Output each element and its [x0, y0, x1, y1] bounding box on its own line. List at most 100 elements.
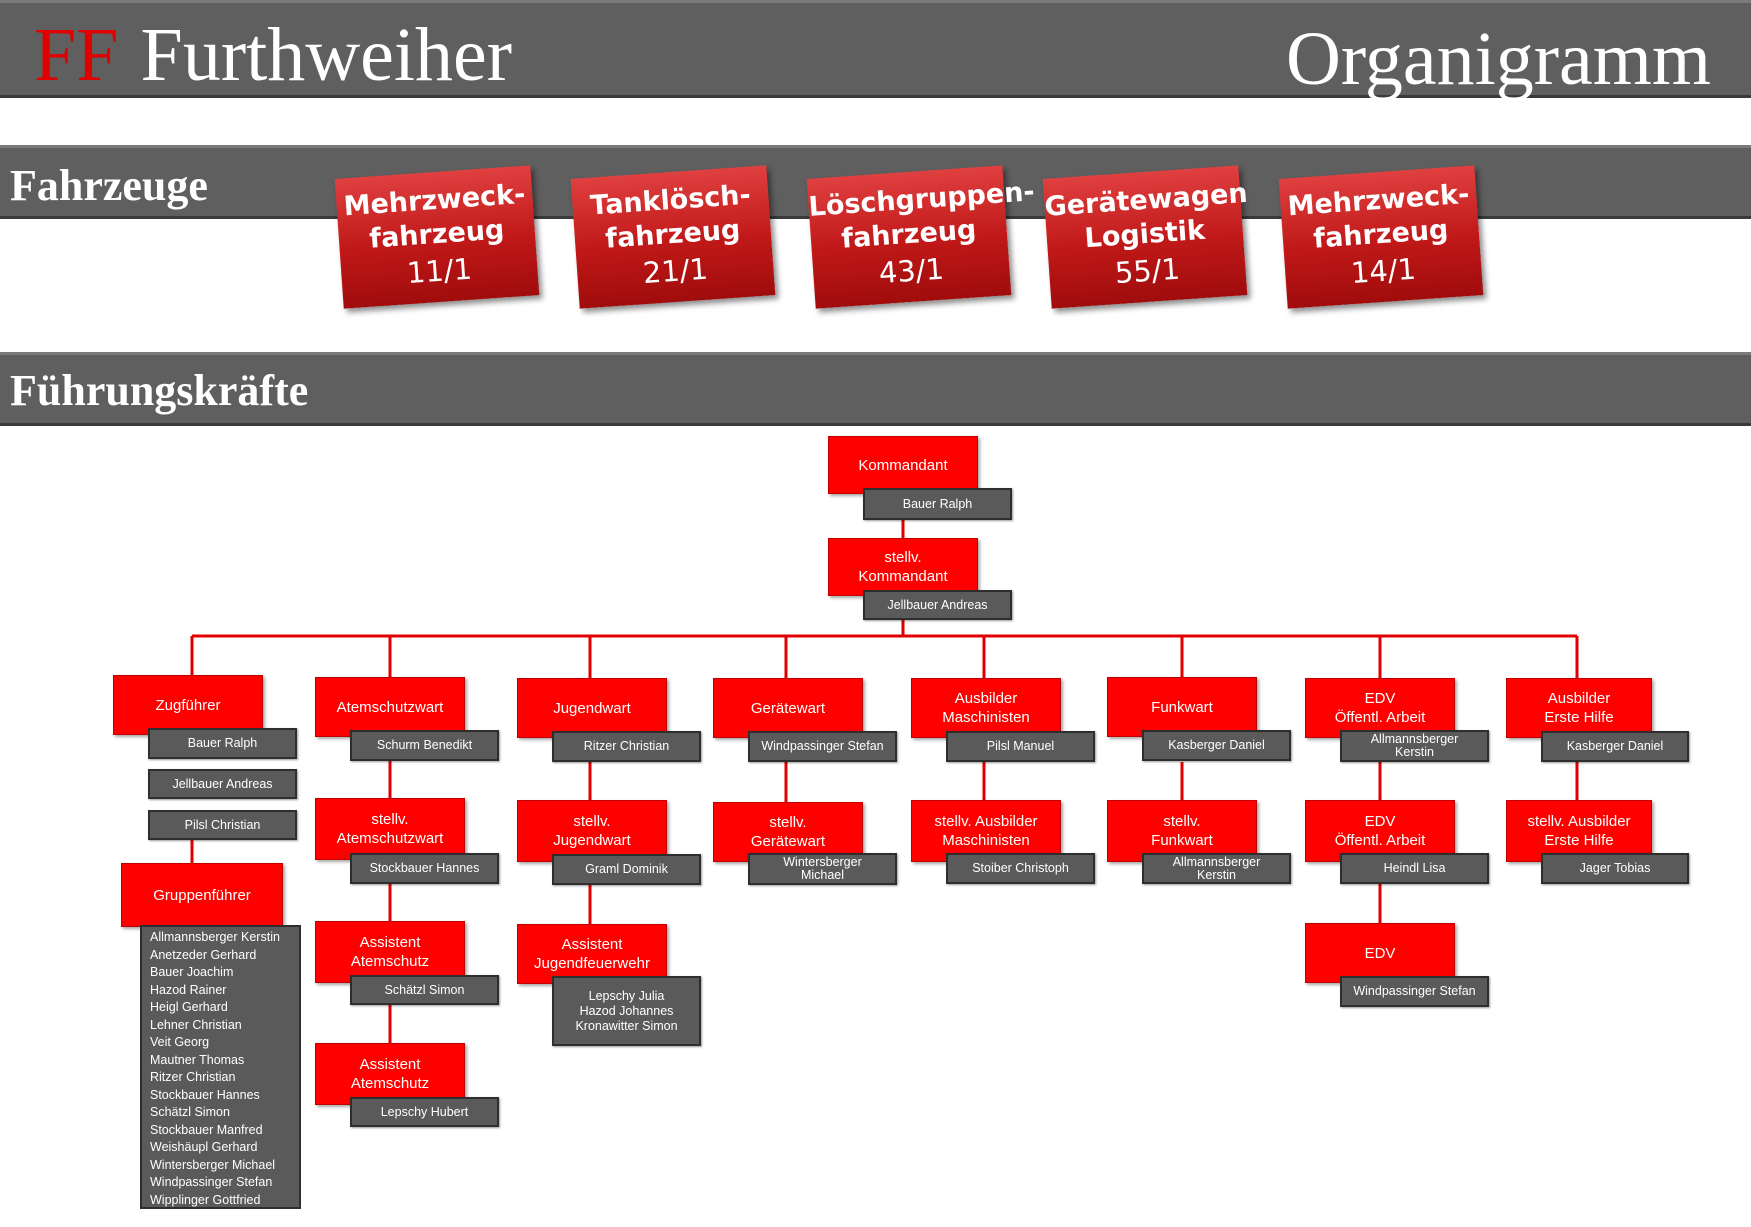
role-label: Assistent — [359, 1056, 421, 1073]
person-name: Kasberger Daniel — [1168, 738, 1265, 752]
person-name: Pilsl Manuel — [986, 739, 1055, 753]
leaders-section-title: Führungskräfte — [10, 366, 309, 415]
role-gruppenfuehrer: Gruppenführer — [121, 863, 283, 927]
role-label: Atemschutzwart — [336, 698, 444, 716]
list-item: Ritzer Christian — [150, 1070, 236, 1084]
role-label: Atemschutz — [350, 1075, 430, 1092]
list-item: Hazod Rainer — [150, 982, 227, 997]
person-name: Schurm Benedikt — [376, 738, 473, 752]
title-name: Furthweiher — [140, 13, 513, 97]
person-atemschutzwart: Schurm Benedikt — [350, 730, 499, 761]
person-name: Ritzer Christian — [583, 739, 670, 753]
person-name: Pilsl Christian — [184, 817, 261, 832]
person-name: Michael — [800, 868, 845, 882]
role-label: Ausbilder — [954, 690, 1018, 707]
person-name: Lepschy Julia — [588, 988, 665, 1003]
person-ausbilder-maschinisten: Pilsl Manuel — [946, 731, 1095, 762]
person-geraetewart: Windpassinger Stefan — [748, 731, 897, 762]
person-name: Allmannsberger — [1172, 854, 1261, 869]
role-label: Zugführer — [155, 696, 221, 714]
person-name: Windpassinger Stefan — [761, 739, 884, 753]
list-item: Windpassinger Stefan — [150, 1175, 273, 1189]
list-item: Stockbauer Hannes — [150, 1087, 260, 1102]
role-label: EDV — [1364, 690, 1396, 707]
role-atemschutzwart: Atemschutzwart — [315, 677, 465, 737]
role-label: Erste Hilfe — [1544, 832, 1614, 849]
person-name: Jellbauer Andreas — [887, 597, 988, 612]
list-item: Anetzeder Gerhard — [150, 947, 257, 962]
person-name: Jellbauer Andreas — [172, 776, 273, 791]
person-assistent-jugendfeuerwehr: Lepschy Julia Hazod Johannes Kronawitter… — [552, 976, 701, 1046]
role-label: Funkwart — [1151, 698, 1213, 716]
person-name: Kerstin — [1197, 867, 1236, 882]
role-stellv-atemschutzwart: stellv. Atemschutzwart — [315, 798, 465, 860]
person-edv-oeffentlichkeitsarbeit: Heindl Lisa — [1340, 853, 1489, 884]
person-name: Bauer Ralph — [902, 496, 973, 511]
role-label: Gruppenführer — [153, 886, 251, 904]
role-label: Öffentl. Arbeit — [1334, 832, 1426, 849]
person-name: Kasberger Daniel — [1566, 739, 1664, 753]
role-stellv-kommandant: stellv.Kommandant — [828, 538, 978, 596]
list-item: Weishäupl Gerhard — [150, 1140, 258, 1154]
role-funkwart: Funkwart — [1107, 677, 1257, 737]
role-label: Gerätewart — [750, 833, 826, 850]
role-label: stellv. — [371, 811, 409, 828]
role-label: Assistent — [561, 936, 623, 953]
vehicles-section-title: Fahrzeuge — [10, 161, 208, 210]
person-name: Lepschy Hubert — [380, 1104, 469, 1119]
role-label: stellv. — [573, 813, 611, 830]
person-name: Kronawitter Simon — [575, 1018, 678, 1033]
person-ausbilder-erste-hilfe: Kasberger Daniel — [1541, 731, 1689, 762]
role-label: Atemschutzwart — [336, 830, 444, 847]
person-name: Graml Dominik — [585, 862, 668, 876]
role-jugendwart: Jugendwart — [517, 678, 667, 738]
role-label: Maschinisten — [942, 709, 1030, 726]
person-name: Windpassinger Stefan — [1353, 984, 1476, 998]
person-stellv-kommandant: Jellbauer Andreas — [863, 590, 1012, 620]
person-name: Stockbauer Hannes — [369, 861, 480, 875]
person-kommandant: Bauer Ralph — [863, 488, 1012, 520]
person-funkwart: Kasberger Daniel — [1142, 730, 1291, 761]
person-stellv-ausbilder-maschinisten: Stoiber Christoph — [946, 853, 1095, 884]
role-label: stellv. — [1163, 813, 1201, 830]
person-edv: Windpassinger Stefan — [1340, 976, 1489, 1007]
person-assistent-atemschutz: Schätzl Simon — [350, 975, 499, 1005]
person-name: Hazod Johannes — [579, 1003, 674, 1018]
list-item: Heigl Gerhard — [150, 1000, 228, 1014]
role-label: Kommandant — [858, 456, 948, 474]
person-stellv-jugendwart: Graml Dominik — [552, 854, 701, 885]
role-label: Funkwart — [1151, 832, 1213, 849]
list-item: Lehner Christian — [150, 1017, 242, 1032]
list-item: Stockbauer Manfred — [150, 1122, 263, 1137]
role-label: stellv. Ausbilder — [1527, 813, 1631, 830]
role-label: Erste Hilfe — [1544, 709, 1614, 726]
person-assistent-atemschutz: Lepschy Hubert — [350, 1097, 499, 1127]
role-label: Kommandant — [858, 568, 948, 585]
person-name: Schätzl Simon — [384, 982, 465, 997]
role-geraetewart: Gerätewart — [713, 678, 863, 738]
gruppenfuehrer-list: Allmannsberger Kerstin Anetzeder Gerhard… — [140, 925, 301, 1209]
person-name: Jager Tobias — [1579, 861, 1651, 875]
person-name: Stoiber Christoph — [972, 861, 1069, 875]
person-stellv-ausbilder-erste-hilfe: Jager Tobias — [1541, 853, 1689, 884]
role-label: EDV — [1364, 944, 1396, 962]
list-item: Wipplinger Gottfried — [150, 1192, 261, 1207]
role-label: stellv. — [769, 814, 807, 831]
person-name: Heindl Lisa — [1383, 861, 1446, 875]
role-label: EDV — [1364, 813, 1396, 830]
leaders-section-bar: Führungskräfte — [0, 352, 1751, 426]
role-stellv-geraetewart: stellv. Gerätewart — [713, 802, 863, 862]
role-stellv-funkwart: stellv. Funkwart — [1107, 800, 1257, 862]
